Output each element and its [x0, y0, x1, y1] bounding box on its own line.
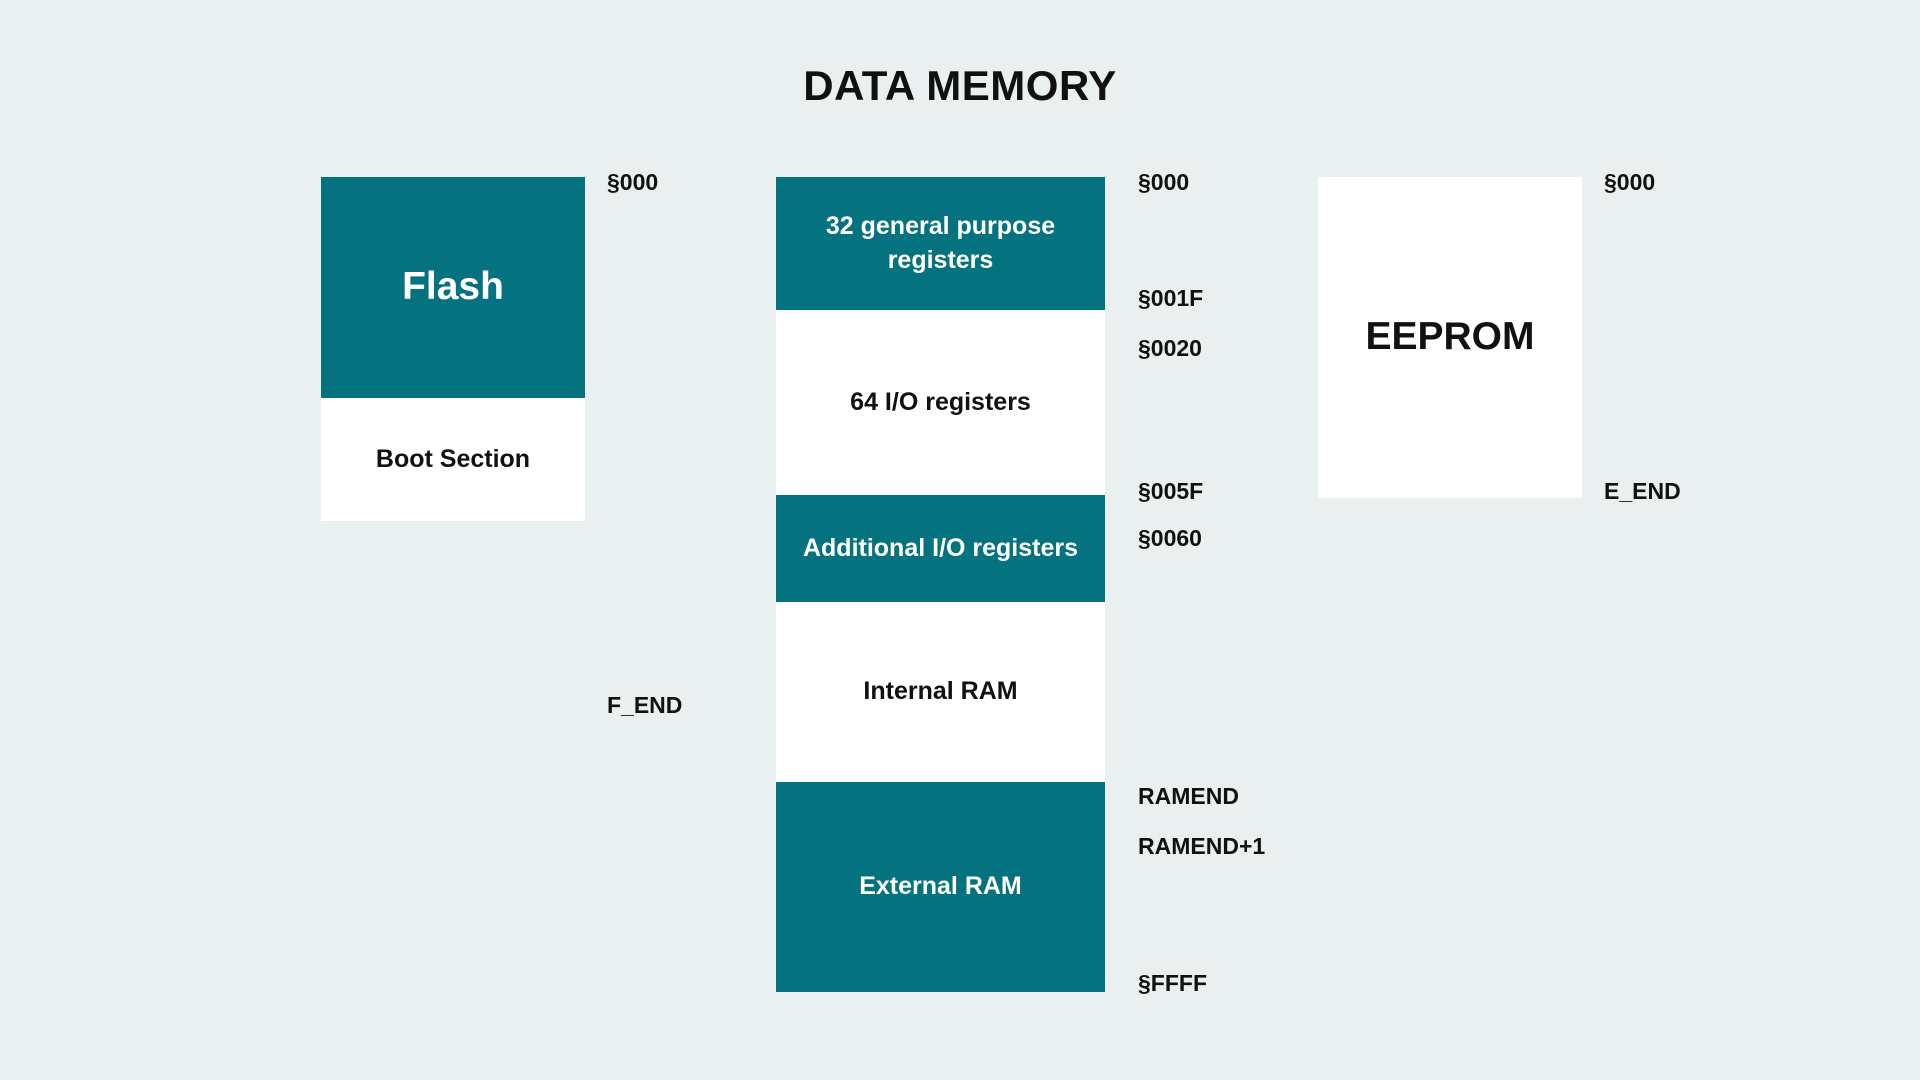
address-label-eeprom-end: E_END: [1604, 478, 1681, 504]
address-label-data-0060: §0060: [1138, 525, 1202, 551]
block-boot-section: Boot Section: [321, 398, 585, 521]
address-label-data-001f: §001F: [1138, 285, 1204, 311]
address-label-ramend: RAMEND: [1138, 783, 1239, 809]
block-io-registers: 64 I/O registers: [776, 310, 1105, 495]
page-title: DATA MEMORY: [803, 62, 1117, 109]
block-boot-section-label: Boot Section: [375, 444, 531, 473]
block-internal-ram: Internal RAM: [776, 602, 1105, 782]
address-label-eeprom-start: §000: [1604, 169, 1656, 195]
address-label-data-0000: §000: [1138, 169, 1190, 195]
block-eeprom: EEPROM: [1318, 177, 1582, 498]
block-flash: Flash: [321, 177, 585, 398]
block-general-purpose-registers: 32 general purpose registers: [776, 177, 1105, 310]
address-label-data-0020: §0020: [1138, 335, 1202, 361]
block-external-ram-label: External RAM: [859, 872, 1022, 901]
block-flash-label: Flash: [402, 265, 504, 309]
address-label-data-005f: §005F: [1138, 478, 1204, 504]
address-label-flash-end: F_END: [607, 692, 683, 718]
address-label-ramend-plus-one: RAMEND+1: [1138, 833, 1266, 859]
block-additional-io-registers: Additional I/O registers: [776, 495, 1105, 602]
flash-column: Flash Boot Section §000 F_END: [321, 171, 682, 717]
block-internal-ram-label: Internal RAM: [863, 677, 1018, 706]
block-eeprom-label: EEPROM: [1365, 315, 1535, 359]
data-memory-column: 32 general purpose registers 64 I/O regi…: [776, 171, 1265, 995]
block-general-purpose-registers-label: 32 general purpose registers: [825, 212, 1056, 274]
eeprom-column: EEPROM §000 E_END: [1318, 171, 1681, 503]
address-label-flash-start: §000: [607, 169, 659, 195]
block-external-ram: External RAM: [776, 782, 1105, 992]
block-io-registers-label: 64 I/O registers: [850, 387, 1031, 416]
block-additional-io-registers-label: Additional I/O registers: [802, 533, 1079, 562]
address-label-data-ffff: §FFFF: [1138, 970, 1207, 996]
